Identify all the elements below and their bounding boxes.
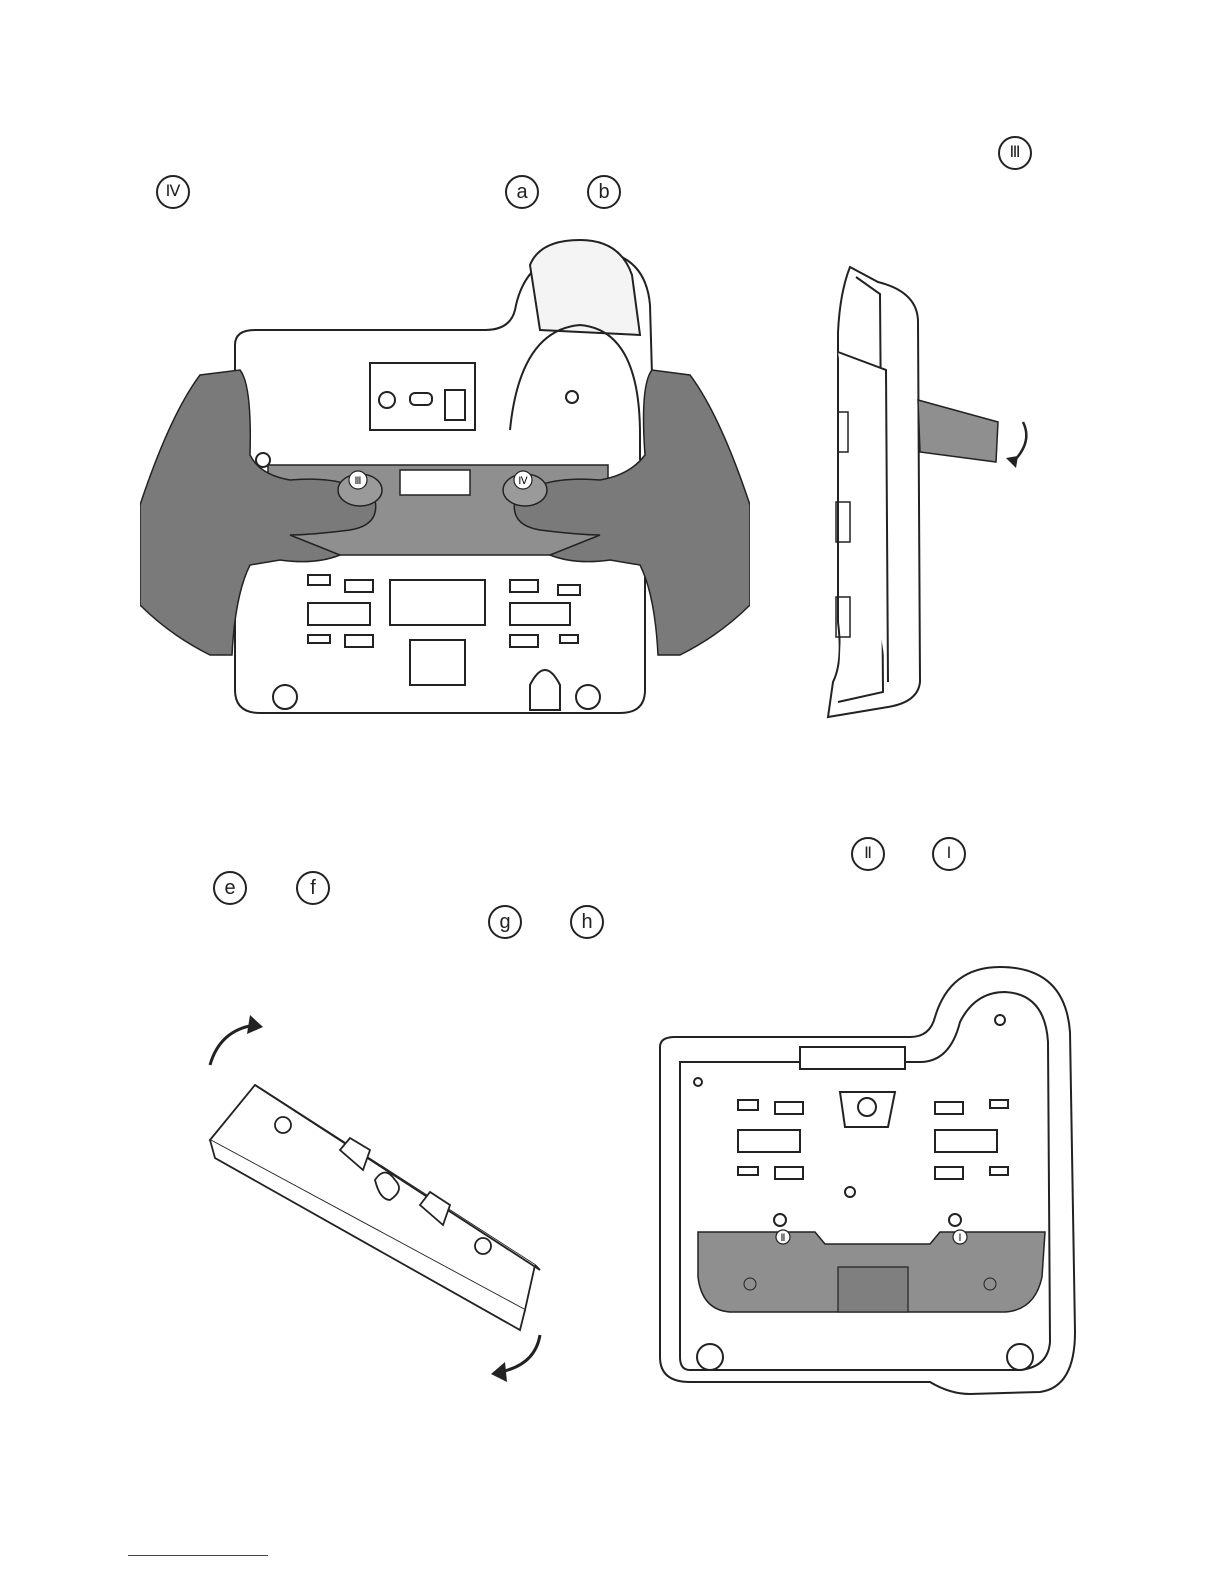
marker-a: a (505, 175, 539, 209)
figure-rotate-bracket (195, 1010, 555, 1390)
slot-label-iii: Ⅲ (355, 476, 362, 487)
marker-iv: Ⅳ (156, 175, 190, 209)
marker-b: b (587, 175, 621, 209)
slot-label-ii: Ⅱ (781, 1233, 786, 1244)
footer-rule (128, 1555, 268, 1556)
marker-iii: Ⅲ (998, 136, 1032, 170)
marker-e: e (213, 871, 247, 905)
slot-label-iv: Ⅳ (518, 476, 528, 487)
figure-side-view (808, 262, 1043, 722)
slot-label-i: Ⅰ (959, 1233, 962, 1244)
figure-remove-bracket-hands: Ⅲ Ⅳ (140, 235, 750, 725)
marker-g: g (488, 905, 522, 939)
marker-f: f (296, 871, 330, 905)
marker-ii: Ⅱ (851, 837, 885, 871)
marker-h: h (570, 905, 604, 939)
figure-bracket-installed: Ⅱ Ⅰ (650, 962, 1090, 1402)
marker-i: Ⅰ (932, 837, 966, 871)
